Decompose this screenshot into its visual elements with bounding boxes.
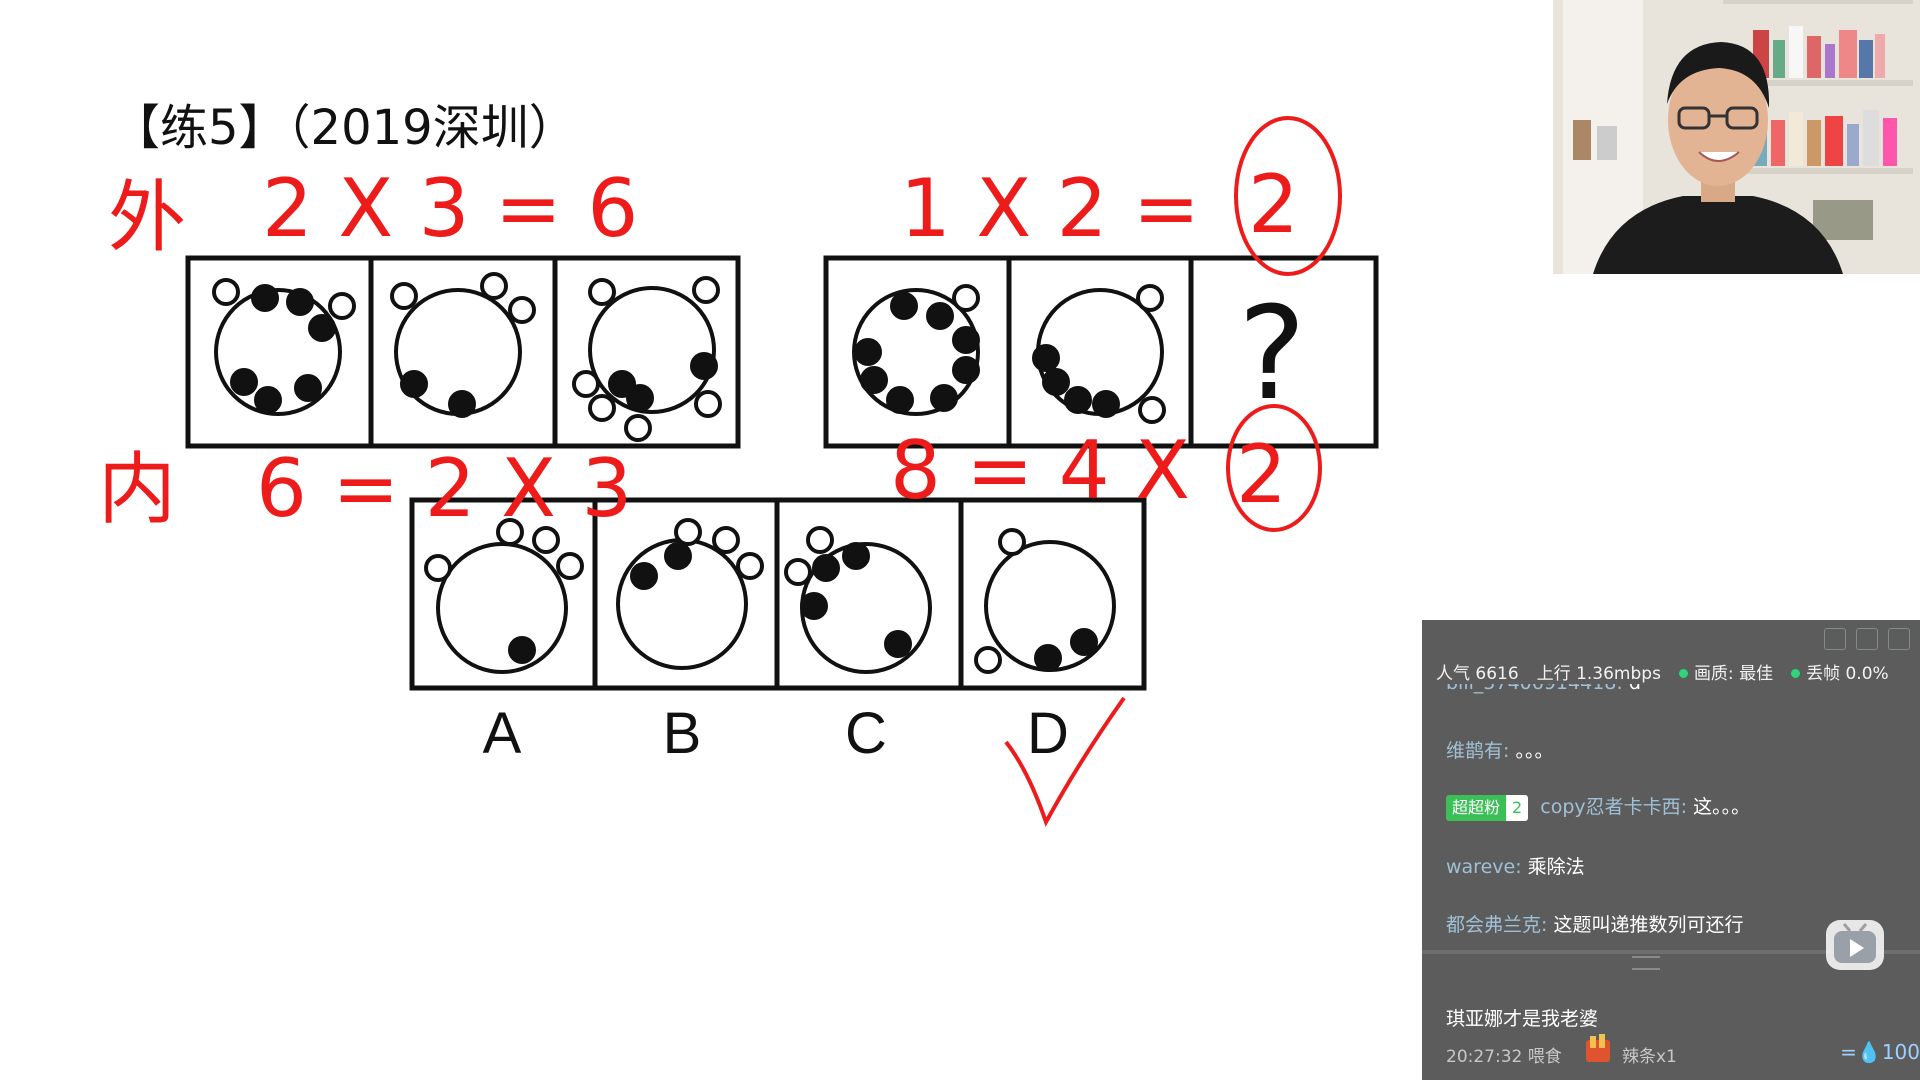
status-dot-icon (1678, 669, 1688, 678)
settings-icon[interactable] (1824, 628, 1846, 650)
webcam-video (1553, 0, 1920, 274)
bilibili-player-button[interactable] (1826, 920, 1884, 970)
chat-username[interactable]: 都会弗兰克: (1446, 914, 1548, 936)
chat-message: 超超粉 2 copy忍者卡卡西: 这。。。 (1446, 792, 1750, 821)
chat-username[interactable]: bili_57406914418: (1446, 684, 1623, 694)
fan-badge[interactable]: 超超粉 2 (1446, 794, 1529, 821)
chat-message: wareve: 乘除法 (1446, 852, 1585, 879)
question-title: 【练5】（2019深圳） (112, 100, 577, 156)
chat-username[interactable]: copy忍者卡卡西: (1540, 796, 1688, 818)
gift-coin-value: =💧100 (1840, 1040, 1920, 1064)
outer-answer: 2 (1248, 158, 1299, 251)
chat-username[interactable]: 维鹊有: (1446, 740, 1510, 762)
chat-message: 都会弗兰克: 这题叫递推数列可还行 (1446, 910, 1743, 937)
chat-toolbar (1824, 628, 1910, 650)
option-c-label: C (845, 701, 887, 766)
popularity-count: 人气 6616 (1436, 663, 1519, 684)
inner-label: 内 (98, 445, 176, 535)
option-a-label: A (482, 701, 522, 766)
resize-handle-icon[interactable] (1632, 956, 1660, 970)
upload-rate: 上行 1.36mbps (1536, 663, 1661, 684)
live-chat-panel[interactable]: 人气 6616 上行 1.36mbps 画质: 最佳 丢帧 0.0% bili_… (1422, 620, 1920, 1080)
stream-stats: 人气 6616 上行 1.36mbps 画质: 最佳 丢帧 0.0% (1436, 656, 1916, 686)
inner-equation-right: 8 = 4 X (890, 424, 1190, 517)
tv-play-icon (1834, 923, 1876, 963)
inner-equation-left: 6 = 2 X 3 (256, 442, 632, 535)
dropped-frames-status: 丢帧 0.0% (1791, 659, 1889, 684)
gift-timestamp: 20:27:32 喂食 (1446, 1047, 1562, 1067)
dropped-frames-text: 丢帧 0.0% (1806, 663, 1889, 684)
webcam-frame (1553, 0, 1920, 274)
fan-badge-level: 2 (1506, 794, 1529, 821)
popout-icon[interactable] (1888, 628, 1910, 650)
chat-bottom-message: 琪亚娜才是我老婆 (1446, 1008, 1599, 1030)
inner-answer-circle (1226, 404, 1322, 532)
status-dot-icon (1791, 669, 1801, 678)
quality-text: 画质: 最佳 (1693, 663, 1774, 684)
chat-text: d (1629, 684, 1641, 694)
option-b-label: B (662, 701, 702, 766)
chat-message: bili_57406914418: d (1446, 684, 1641, 698)
chat-text: 乘除法 (1527, 856, 1585, 878)
quality-status: 画质: 最佳 (1678, 659, 1774, 684)
sequence-row-2-frame (823, 255, 1379, 449)
inner-answer: 2 (1236, 428, 1287, 521)
outer-answer-circle (1234, 116, 1342, 276)
fan-badge-name: 超超粉 (1446, 794, 1507, 821)
export-icon[interactable] (1856, 628, 1878, 650)
option-d-label: D (1027, 701, 1069, 766)
check-mark (1004, 696, 1126, 827)
chat-message: 维鹊有: 。。。 (1446, 736, 1553, 763)
chat-text: 这题叫递推数列可还行 (1553, 914, 1744, 936)
chat-text: 。。。 (1515, 740, 1554, 762)
gift-name: 辣条x1 (1622, 1047, 1677, 1067)
outer-label: 外 (108, 173, 186, 263)
sequence-row-1-frame (185, 255, 741, 449)
chat-username[interactable]: wareve: (1446, 856, 1522, 878)
outer-equation-left: 2 X 3 = 6 (262, 162, 638, 255)
chat-divider[interactable] (1422, 950, 1920, 954)
chat-text: 这。。。 (1693, 796, 1751, 818)
gift-spicy-strip-icon (1586, 1034, 1610, 1062)
outer-equation-right: 1 X 2 = (900, 162, 1200, 255)
